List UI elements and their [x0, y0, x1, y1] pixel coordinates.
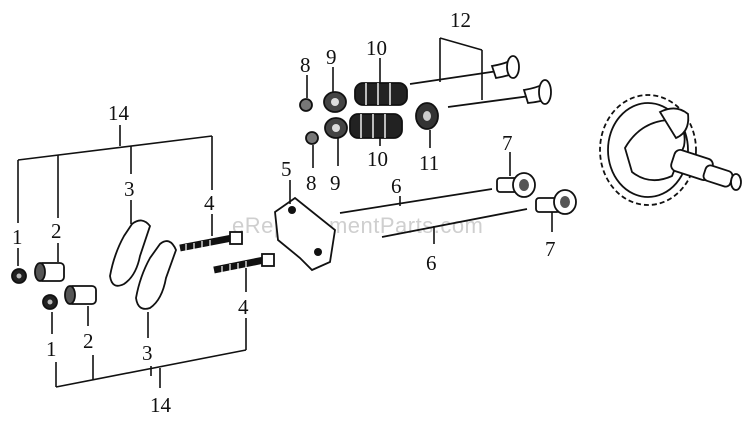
pivot-stud-lower [213, 253, 275, 274]
push-rod-guide-plate [274, 196, 336, 272]
valve-keeper-lower [305, 131, 319, 145]
callout-6-upper: 6 [391, 174, 402, 198]
rocker-arm-upper [109, 219, 152, 287]
valve-spring-upper [354, 82, 408, 106]
pivot-stud-upper [179, 231, 243, 252]
callout-7-lower: 7 [545, 237, 556, 261]
push-rod-upper [339, 188, 493, 214]
valve-stem-seal [415, 102, 439, 130]
camshaft-gear [599, 94, 742, 206]
callout-1-lower: 1 [46, 337, 57, 361]
valve-lower [447, 79, 552, 108]
spring-retainer-upper [323, 91, 347, 113]
tappet-upper [496, 172, 536, 198]
valve-upper [409, 55, 520, 85]
callout-10-lower: 10 [367, 147, 388, 171]
callout-2-upper: 2 [51, 219, 62, 243]
callout-8-lower: 8 [306, 171, 317, 195]
nut-lower [42, 294, 58, 310]
callout-7-upper: 7 [502, 131, 513, 155]
callout-9-lower: 9 [330, 171, 341, 195]
callout-4-lower: 4 [238, 295, 249, 319]
rocker-arm-lower [135, 240, 177, 310]
callout-3-upper: 3 [124, 177, 135, 201]
leader-lines [17, 37, 553, 388]
push-rod-lower [381, 208, 528, 238]
callout-1-upper: 1 [12, 225, 23, 249]
callout-3-lower: 3 [142, 341, 153, 365]
callout-6-lower: 6 [426, 251, 437, 275]
callout-8-upper: 8 [300, 53, 311, 77]
callout-10-upper: 10 [366, 36, 387, 60]
callout-5: 5 [281, 157, 292, 181]
pivot-ball-lower [64, 285, 97, 305]
callout-12: 12 [450, 8, 471, 32]
tappet-lower [535, 189, 577, 215]
callout-2-lower: 2 [83, 329, 94, 353]
callout-4-upper: 4 [204, 191, 215, 215]
callout-9-upper: 9 [326, 45, 337, 69]
spring-retainer-lower [324, 117, 348, 139]
valve-keeper-upper [299, 98, 313, 112]
pivot-ball-upper [34, 262, 65, 282]
callout-11: 11 [419, 151, 439, 175]
callout-14-lower: 14 [150, 393, 172, 417]
callout-14-upper: 14 [108, 101, 130, 125]
valve-spring-lower [349, 113, 403, 139]
nut-upper [11, 268, 27, 284]
